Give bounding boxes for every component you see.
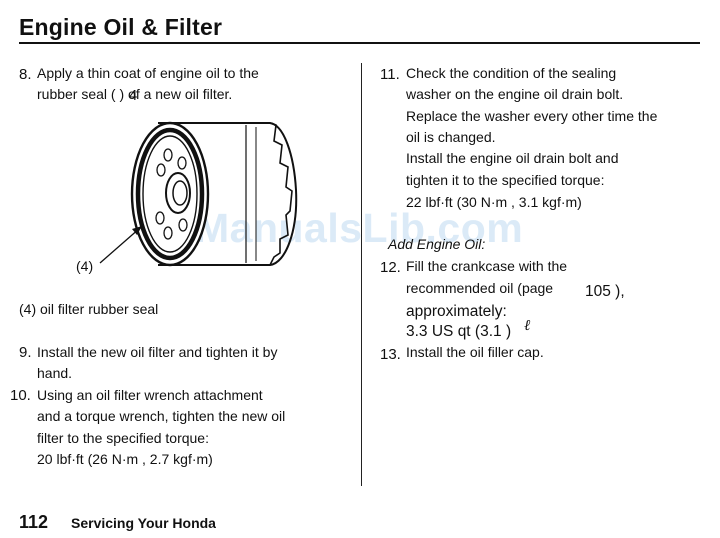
step-11-line-2: washer on the engine oil drain bolt.: [406, 86, 624, 102]
step-8-ref-number: 4: [129, 87, 138, 104]
step-10-line-2: and a torque wrench, tighten the new oil: [37, 408, 286, 424]
section-name: Servicing Your Honda: [71, 515, 216, 531]
page-number: 112: [19, 512, 49, 532]
step-13-line-1: Install the oil filler cap.: [406, 344, 544, 360]
title-underline: [19, 42, 700, 44]
step-12-number: 12.: [380, 259, 401, 276]
step-9-line-2: hand.: [37, 365, 73, 381]
step-11-line-4: oil is changed.: [406, 129, 496, 145]
page-title: Engine Oil & Filter: [19, 14, 223, 40]
figure-callout-4: (4): [76, 258, 94, 274]
step-11-line-6: tighten it to the specified torque:: [406, 172, 605, 188]
step-11-line-1: Check the condition of the sealing: [406, 65, 617, 81]
step-11-line-5: Install the engine oil drain bolt and: [406, 150, 619, 166]
step-10-line-1: Using an oil filter wrench attachment: [37, 387, 263, 403]
step-9-line-1: Install the new oil filter and tighten i…: [37, 344, 278, 360]
step-9-number: 9.: [19, 344, 32, 361]
step-12-line-3: approximately:: [406, 303, 507, 320]
step-13-number: 13.: [380, 346, 401, 363]
step-10-line-3: filter to the specified torque:: [37, 430, 209, 446]
step-8-number: 8.: [19, 66, 32, 83]
watermark: ManualsLib.com: [195, 205, 524, 251]
step-12-line-1: Fill the crankcase with the: [406, 258, 568, 274]
step-11-number: 11.: [380, 66, 400, 83]
step-8-line-1: Apply a thin coat of engine oil to the: [37, 65, 259, 81]
step-12-page-ref: 105 ),: [585, 283, 625, 300]
column-divider: [361, 63, 362, 486]
oil-filter-illustration: [99, 121, 298, 267]
add-engine-oil-heading: Add Engine Oil:: [388, 236, 486, 252]
step-12-capacity: 3.3 US qt (3.1 ): [406, 323, 512, 340]
step-10-torque: 20 lbf·ft (26 N·m , 2.7 kgf·m): [37, 451, 213, 467]
step-10-number: 10.: [10, 387, 31, 404]
step-8-line-2: rubber seal ( ) of a new oil filter.: [37, 86, 233, 102]
step-11-torque: 22 lbf·ft (30 N·m , 3.1 kgf·m): [406, 194, 582, 210]
figure-caption: (4) oil filter rubber seal: [19, 301, 159, 317]
liter-symbol: ℓ: [524, 316, 531, 334]
step-11-line-3: Replace the washer every other time the: [406, 108, 658, 124]
step-12-line-2: recommended oil (page: [406, 280, 554, 296]
